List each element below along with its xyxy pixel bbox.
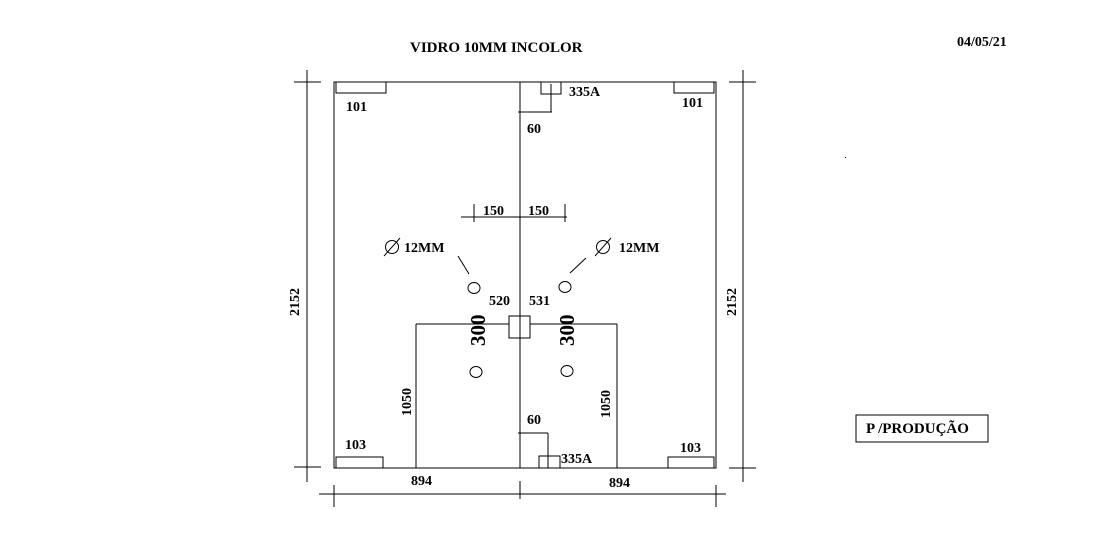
bottom-gap-dim-label: 60 [527, 413, 541, 428]
handle-offset-left-label: 150 [483, 204, 504, 219]
hardware-top-left-label: 101 [346, 100, 367, 115]
width-left-label: 894 [411, 474, 432, 489]
production-stamp-box [855, 414, 989, 443]
production-stamp-label: P /PRODUÇÃO [866, 419, 969, 437]
hinge-bottom-marker [538, 455, 561, 468]
diameter-symbol-right-slash [594, 237, 612, 257]
handle-offset-right-label: 150 [528, 204, 549, 219]
top-gap-dim-label: 60 [527, 122, 541, 137]
hole-right-leader [569, 257, 587, 274]
stray-dot [845, 157, 846, 158]
height-dim-right-label: 2152 [725, 288, 740, 316]
handle-height-left-label: 520 [489, 294, 510, 309]
cutout-height-left-label: 1050 [400, 388, 415, 416]
handle-spacing-left-label: 300 [466, 315, 490, 347]
hole-left-leader [457, 255, 470, 275]
handle-height-right-label: 531 [529, 294, 550, 309]
hinge-bottom-label: 335A [561, 452, 593, 467]
hinge-top-label: 335A [569, 85, 601, 100]
drawing-title: VIDRO 10MM INCOLOR [410, 40, 583, 56]
hardware-bottom-right-marker [667, 456, 715, 468]
hardware-top-left-marker [335, 82, 387, 94]
width-right-label: 894 [609, 476, 630, 491]
height-dim-left-label: 2152 [288, 288, 303, 316]
hole-right-lower [560, 365, 574, 377]
lock-cutout-square [508, 315, 531, 339]
cutout-height-right-label: 1050 [599, 390, 614, 418]
drawing-date: 04/05/21 [957, 35, 1007, 50]
handle-spacing-right-label: 300 [555, 315, 579, 347]
hole-left-diameter-label: 12MM [404, 241, 444, 256]
hole-right-upper [558, 281, 572, 293]
glass-panel-outline [333, 81, 717, 469]
hardware-top-right-marker [673, 82, 715, 94]
diameter-symbol-right-icon [596, 240, 610, 254]
hardware-bottom-left-label: 103 [345, 438, 366, 453]
hardware-bottom-right-label: 103 [680, 441, 701, 456]
hole-left-lower [469, 366, 483, 378]
hardware-bottom-left-marker [335, 456, 384, 468]
hole-left-upper [467, 282, 481, 294]
diameter-symbol-left-slash [383, 237, 401, 257]
diameter-symbol-left-icon [385, 240, 399, 254]
hole-right-diameter-label: 12MM [619, 241, 659, 256]
hardware-top-right-label: 101 [682, 96, 703, 111]
